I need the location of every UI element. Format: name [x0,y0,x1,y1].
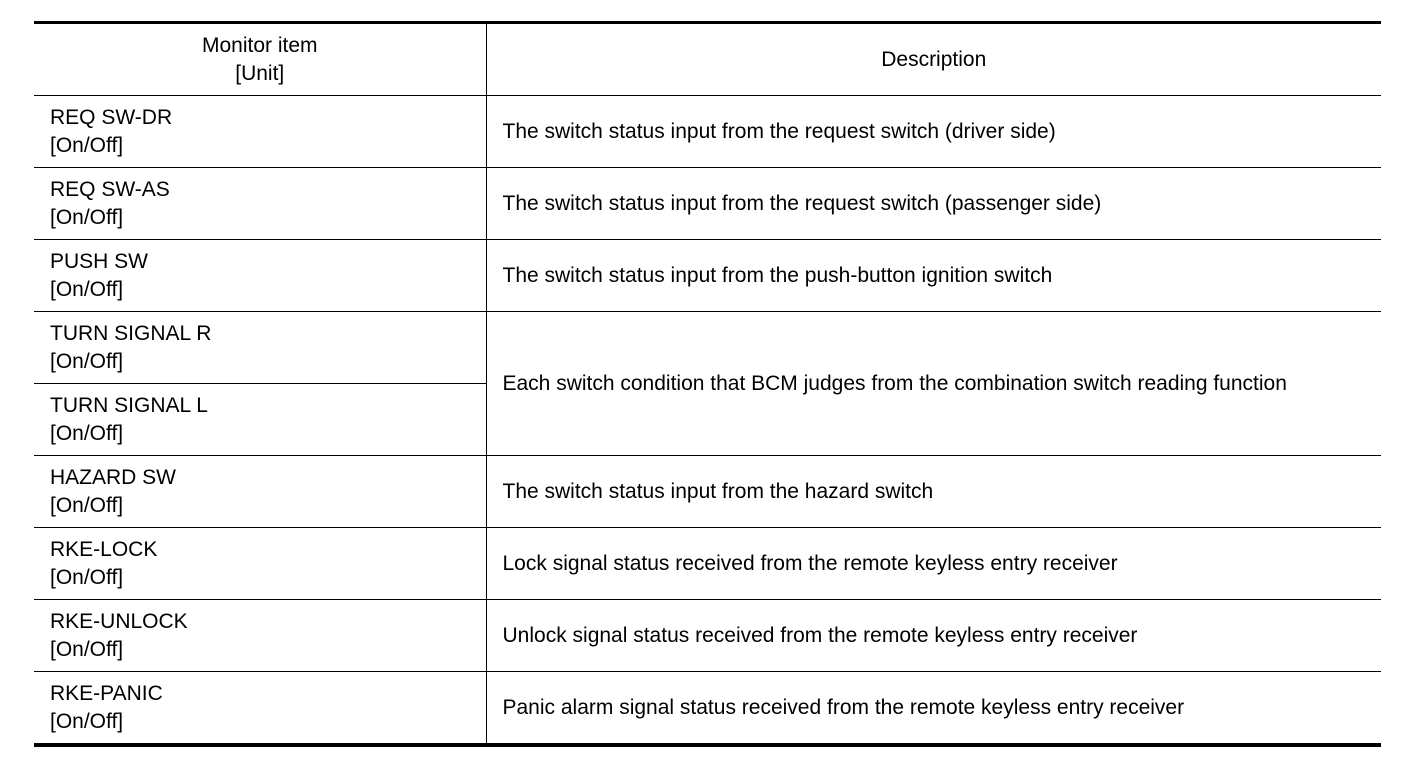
item-unit: [On/Off] [50,493,124,517]
header-description: Description [486,21,1381,96]
item-name: RKE-LOCK [50,537,158,561]
monitor-item-cell: REQ SW-AS [On/Off] [34,167,487,240]
description-cell: The switch status input from the request… [486,167,1381,240]
monitor-item-cell: REQ SW-DR [On/Off] [34,95,487,168]
table-row: TURN SIGNAL R [On/Off] Each switch condi… [34,311,1381,456]
table-row: TURN SIGNAL L [On/Off] [34,383,1381,456]
monitor-item-cell: TURN SIGNAL R [On/Off] [34,311,487,384]
item-unit: [On/Off] [50,133,124,157]
item-name: RKE-UNLOCK [50,609,188,633]
monitor-item-cell: HAZARD SW [On/Off] [34,455,487,528]
table-row: REQ SW-DR [On/Off] The switch status inp… [34,95,1381,168]
header-unit-label: [Unit] [235,61,285,85]
item-name: REQ SW-AS [50,177,170,201]
description-cell: Unlock signal status received from the r… [486,599,1381,672]
description-cell: Panic alarm signal status received from … [486,671,1381,747]
item-unit: [On/Off] [50,709,124,733]
item-name: HAZARD SW [50,465,176,489]
item-unit: [On/Off] [50,277,124,301]
header-monitor-item: Monitor item [Unit] [34,21,487,96]
table-row: RKE-UNLOCK [On/Off] Unlock signal status… [34,599,1381,672]
monitor-item-table: Monitor item [Unit] Description REQ SW-D… [34,21,1381,747]
item-name: RKE-PANIC [50,681,163,705]
item-unit: [On/Off] [50,421,124,445]
monitor-item-cell: RKE-PANIC [On/Off] [34,671,487,747]
description-cell: The switch status input from the request… [486,95,1381,168]
monitor-item-cell: RKE-UNLOCK [On/Off] [34,599,487,672]
description-cell: Lock signal status received from the rem… [486,527,1381,600]
table-row: RKE-PANIC [On/Off] Panic alarm signal st… [34,671,1381,747]
table-row: REQ SW-AS [On/Off] The switch status inp… [34,167,1381,240]
description-cell: The switch status input from the hazard … [486,455,1381,528]
item-name: REQ SW-DR [50,105,173,129]
header-item-label: Monitor item [201,33,318,57]
item-unit: [On/Off] [50,349,124,373]
item-unit: [On/Off] [50,205,124,229]
header-description-label: Description [881,47,987,71]
item-name: TURN SIGNAL R [50,321,212,345]
monitor-item-cell: TURN SIGNAL L [On/Off] [34,383,487,456]
monitor-item-cell: PUSH SW [On/Off] [34,239,487,312]
description-cell: The switch status input from the push-bu… [486,239,1381,312]
table-row: PUSH SW [On/Off] The switch status input… [34,239,1381,312]
description-cell-merged: Each switch condition that BCM judges fr… [486,311,1381,456]
item-name: TURN SIGNAL L [50,393,208,417]
item-unit: [On/Off] [50,565,124,589]
item-unit: [On/Off] [50,637,124,661]
item-name: PUSH SW [50,249,149,273]
table-row: HAZARD SW [On/Off] The switch status inp… [34,455,1381,528]
table-row: RKE-LOCK [On/Off] Lock signal status rec… [34,527,1381,600]
monitor-item-cell: RKE-LOCK [On/Off] [34,527,487,600]
table-header-row: Monitor item [Unit] Description [34,21,1381,96]
